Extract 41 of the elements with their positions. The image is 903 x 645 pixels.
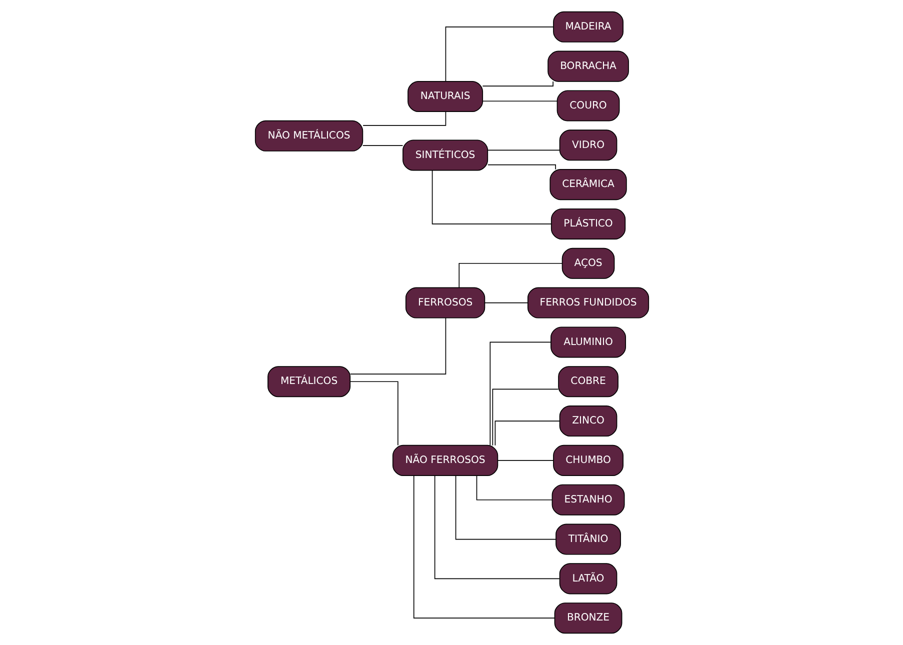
connector: [496, 460, 554, 461]
connector: [454, 475, 556, 540]
node-box: ESTANHO: [551, 484, 624, 516]
node-box: BRONZE: [554, 602, 622, 634]
node-box: BORRACHA: [547, 50, 628, 82]
connector: [494, 420, 560, 446]
node-box: NATURAIS: [407, 81, 483, 112]
node-box: ZINCO: [558, 406, 617, 437]
connector: [484, 302, 528, 304]
node-box: METÁLICOS: [267, 366, 350, 398]
connector: [492, 388, 558, 446]
node-box: FERROS FUNDIDOS: [526, 287, 649, 318]
connector: [412, 475, 555, 619]
connector: [482, 81, 553, 86]
connector: [482, 100, 558, 102]
node-box: MADEIRA: [552, 11, 623, 42]
node-box: COURO: [556, 90, 620, 122]
connector: [486, 150, 560, 151]
connector: [476, 475, 552, 500]
connector: [487, 164, 556, 170]
node-box: CERÂMICA: [549, 169, 626, 200]
connector: [362, 145, 403, 146]
node-box: TITÂNIO: [555, 524, 620, 555]
node-box: LATÃO: [558, 563, 617, 594]
connector: [444, 26, 554, 82]
node-box: PLÁSTICO: [550, 208, 626, 240]
node-box: NÃO FERROSOS: [392, 444, 498, 476]
connector: [349, 318, 446, 374]
connector: [489, 342, 551, 446]
connector: [349, 381, 398, 446]
node-box: FERROSOS: [404, 287, 485, 318]
node-box: SINTÉTICOS: [402, 140, 488, 171]
connector: [434, 475, 560, 580]
node-box: ALUMINIO: [550, 326, 626, 358]
connector: [431, 170, 552, 224]
node-box: NÃO METÁLICOS: [254, 120, 363, 152]
node-box: VIDRO: [558, 130, 617, 161]
node-box: CHUMBO: [552, 444, 623, 476]
node-box: COBRE: [558, 366, 618, 398]
node-box: AÇOS: [561, 248, 614, 279]
connector: [458, 262, 562, 288]
